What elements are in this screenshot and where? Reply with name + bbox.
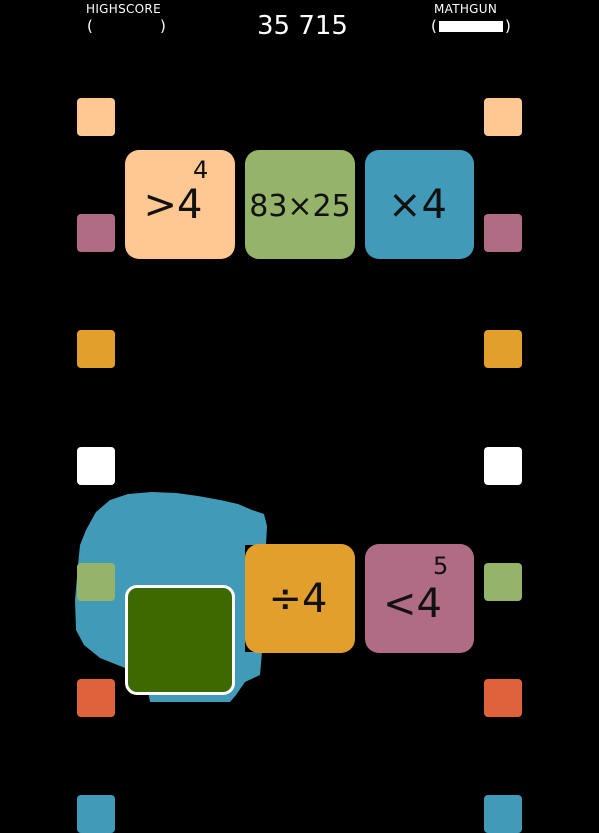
card-greater-than-power[interactable]: >4 4 (125, 150, 235, 259)
left-marker (77, 98, 115, 136)
left-marker (77, 563, 115, 601)
mathgun-meter-fill (439, 21, 503, 32)
card-multiplication-problem[interactable]: 83×25 (245, 150, 355, 259)
right-marker (484, 447, 522, 485)
card-label: >4 (143, 181, 203, 228)
card-divide[interactable]: ÷4 (245, 544, 355, 653)
mathgun-meter (439, 21, 503, 32)
card-less-than-power[interactable]: <4 5 (365, 544, 474, 653)
score-counter: 35 715 (257, 11, 348, 41)
highscore-open-paren: ( (87, 17, 93, 35)
card-multiply[interactable]: ×4 (365, 150, 474, 259)
card-exponent: 5 (433, 552, 449, 580)
card-exponent: 4 (193, 156, 209, 184)
left-marker (77, 447, 115, 485)
right-marker (484, 563, 522, 601)
right-marker (484, 98, 522, 136)
mathgun-label: MATHGUN (434, 2, 498, 16)
left-marker (77, 795, 115, 833)
left-marker (77, 214, 115, 252)
right-marker (484, 795, 522, 833)
mathgun-open-paren: ( (431, 17, 437, 35)
highscore-label: HIGHSCORE (86, 2, 161, 16)
card-label: ÷4 (268, 575, 328, 622)
right-marker (484, 679, 522, 717)
left-marker (77, 330, 115, 368)
card-label: <4 (383, 580, 442, 627)
right-marker (484, 330, 522, 368)
left-marker (77, 679, 115, 717)
player-block[interactable] (125, 585, 235, 695)
right-marker (484, 214, 522, 252)
card-label: ×4 (388, 181, 447, 228)
highscore-close-paren: ) (160, 17, 166, 35)
mathgun-close-paren: ) (505, 17, 511, 35)
card-label: 83×25 (249, 188, 351, 224)
